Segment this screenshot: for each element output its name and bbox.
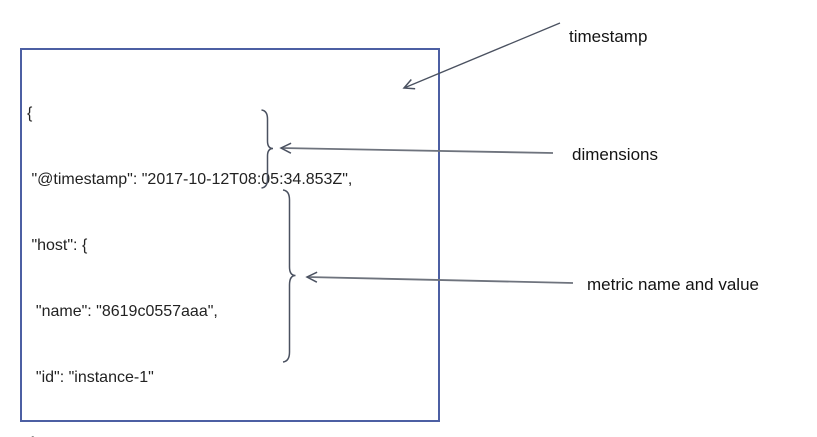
dimensions-label: dimensions [572,145,658,164]
code-line-host-name: "name": "8619c0557aaa", [27,303,218,320]
json-code-block: { "@timestamp": "2017-10-12T08:05:34.853… [27,59,352,437]
timestamp-label: timestamp [569,27,648,46]
code-line-host-open: "host": { [27,237,88,254]
code-line-host-close: }, [27,433,352,437]
code-line-host-id: "id": "instance-1" [27,369,154,386]
metric-label: metric name and value [587,275,759,294]
code-line-timestamp: "@timestamp": "2017-10-12T08:05:34.853Z"… [27,171,353,188]
json-document-box [20,48,440,422]
code-line: { [27,105,33,122]
